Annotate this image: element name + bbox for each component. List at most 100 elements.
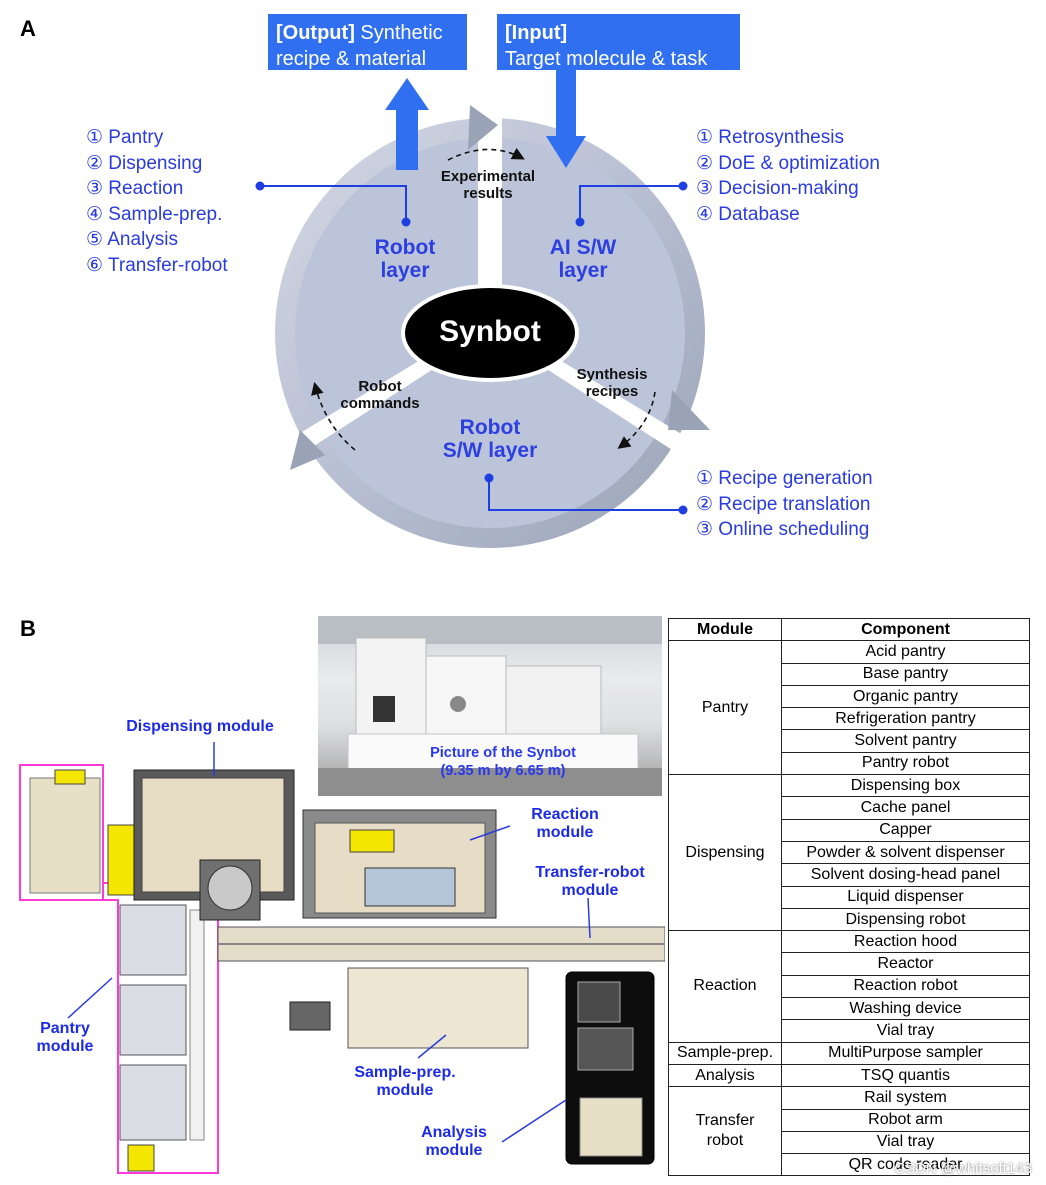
experimental-results-line1: Experimental (440, 168, 536, 185)
pantry-module-line1: Pantry (40, 1020, 90, 1037)
component-cell: MultiPurpose sampler (781, 1041, 1030, 1065)
photo-porthole (450, 696, 466, 712)
analysis-module-label: Analysis module (402, 1124, 506, 1160)
table-row: Robot arm (669, 1108, 1030, 1132)
table-row: Reactor (669, 952, 1030, 976)
synbot-label: Synbot (439, 315, 541, 348)
robot-commands-line1: Robot (358, 378, 402, 395)
transfer-label-arrow (587, 897, 591, 939)
dispensing-module-line1: Dispensing module (126, 718, 274, 735)
ai-layer-line1: AI S/W (549, 236, 617, 259)
list-item: ③ Online scheduling (696, 519, 870, 541)
module-cell-analysis: Analysis (668, 1063, 782, 1088)
gap-top (478, 110, 502, 285)
pantry-rack-3 (119, 1064, 187, 1141)
analysis-unit-2 (577, 1027, 634, 1071)
list-item: ① Pantry (86, 127, 164, 148)
ai-list-dot-1 (575, 217, 585, 227)
table-row: Organic pantry (669, 684, 1030, 709)
reaction-label-arrow (469, 825, 511, 841)
transfer-module-label: Transfer-robot module (520, 864, 660, 900)
component-cell: Capper (781, 818, 1030, 842)
component-cell: QR code reader (781, 1153, 1030, 1177)
table-row: Vial tray (669, 1019, 1030, 1043)
analysis-unit-1 (577, 981, 621, 1023)
table-row: Capper (669, 818, 1030, 842)
robot-list-connector (260, 185, 407, 222)
ai-layer-list: ① Retrosynthesis ② DoE & optimization ③ … (696, 125, 880, 227)
panel-a-label: A (20, 16, 36, 41)
analysis-unit-3 (579, 1097, 643, 1157)
component-cell: Solvent pantry (781, 729, 1030, 753)
ring-arrowhead-left (290, 430, 325, 470)
photo-caption-line1: Picture of the Synbot (430, 745, 576, 761)
table-row: Cache panel (669, 796, 1030, 820)
list-item: ② Recipe translation (696, 493, 871, 515)
reactor-block (364, 867, 456, 907)
robot-sw-layer-line2: S/W layer (442, 439, 538, 462)
header-module: Module (668, 617, 782, 642)
synthesis-recipes-line2: recipes (585, 383, 639, 400)
component-cell: Liquid dispenser (781, 885, 1030, 909)
list-item: ⑤ Analysis (86, 229, 179, 251)
ring-arrowhead-right (668, 390, 710, 430)
robot-sw-layer-label: Robot S/W layer (415, 416, 565, 462)
photo-illustration (318, 616, 662, 796)
sw-list-dot-2 (678, 505, 688, 515)
output-arrow-head (385, 78, 429, 110)
component-cell: Reaction robot (781, 974, 1030, 999)
component-cell: Cache panel (781, 796, 1030, 820)
transfer-module-line1: Transfer-robot (535, 864, 645, 881)
list-item: ④ Database (696, 203, 800, 225)
component-cell: Refrigeration pantry (781, 707, 1030, 731)
robot-commands-label: Robot commands (320, 378, 440, 412)
input-box-text2: Target molecule & task (505, 48, 708, 70)
transfer-module-line2: module (561, 882, 619, 899)
robot-commands-line2: commands (340, 395, 420, 412)
sampleprep-tray (289, 1001, 331, 1031)
synthesis-recipes-label: Synthesis recipes (552, 366, 672, 400)
list-item: ② Dispensing (86, 152, 203, 174)
photo-window (373, 696, 395, 722)
pantry-yellow-1 (54, 769, 86, 785)
component-cell: Organic pantry (781, 684, 1030, 709)
robot-layer-label: Robot layer (345, 236, 465, 282)
synbot-photo: Picture of the Synbot (9.35 m by 6.65 m) (318, 616, 662, 796)
pantry-rack-1 (119, 904, 187, 976)
reaction-yellow (349, 829, 395, 853)
component-cell: Rail system (781, 1086, 1030, 1110)
robot-layer-list: ① Pantry ② Dispensing ③ Reaction ④ Sampl… (86, 125, 228, 279)
pantry-module-line2: module (36, 1038, 94, 1055)
table-row: Solvent pantry (669, 729, 1030, 753)
list-item: ① Recipe generation (696, 468, 873, 489)
table-header-row: Module Component (668, 617, 1030, 642)
synbot-cycle-diagram (255, 70, 710, 548)
reaction-module-label: Reaction module (510, 806, 620, 842)
dispensing-module-label: Dispensing module (100, 718, 300, 736)
output-arrow-shaft (396, 108, 418, 170)
output-box-bold: [Output] (276, 22, 355, 44)
sampleprep-module-line1: Sample-prep. (354, 1064, 456, 1081)
pantry-cabinet (29, 777, 101, 894)
list-item: ④ Sample-prep. (86, 203, 223, 225)
table-row: QR code reader (669, 1153, 1030, 1177)
component-cell: Vial tray (781, 1130, 1030, 1155)
component-cell: Pantry robot (781, 751, 1030, 776)
list-item: ① Retrosynthesis (696, 127, 844, 148)
experimental-results-line2: results (463, 185, 513, 202)
photo-caption-line2: (9.35 m by 6.65 m) (440, 763, 566, 779)
input-box: [Input] Target molecule & task (497, 14, 740, 70)
output-box-text1: Synthetic (354, 22, 443, 44)
pantry-yellow-3 (127, 1144, 155, 1172)
table-row: Washing device (669, 997, 1030, 1021)
watermark: CSDN @whitsoft143 (894, 1160, 1032, 1177)
dispensing-carousel (207, 865, 253, 911)
component-cell: Robot arm (781, 1108, 1030, 1132)
pantry-label-arrow (67, 977, 113, 1019)
module-cell-sampleprep: Sample-prep. (668, 1041, 782, 1065)
list-item: ② DoE & optimization (696, 152, 880, 174)
component-cell: Vial tray (781, 1019, 1030, 1043)
input-arrow-shaft (556, 70, 576, 138)
gap-right (525, 345, 688, 455)
photo-floor (318, 768, 662, 796)
